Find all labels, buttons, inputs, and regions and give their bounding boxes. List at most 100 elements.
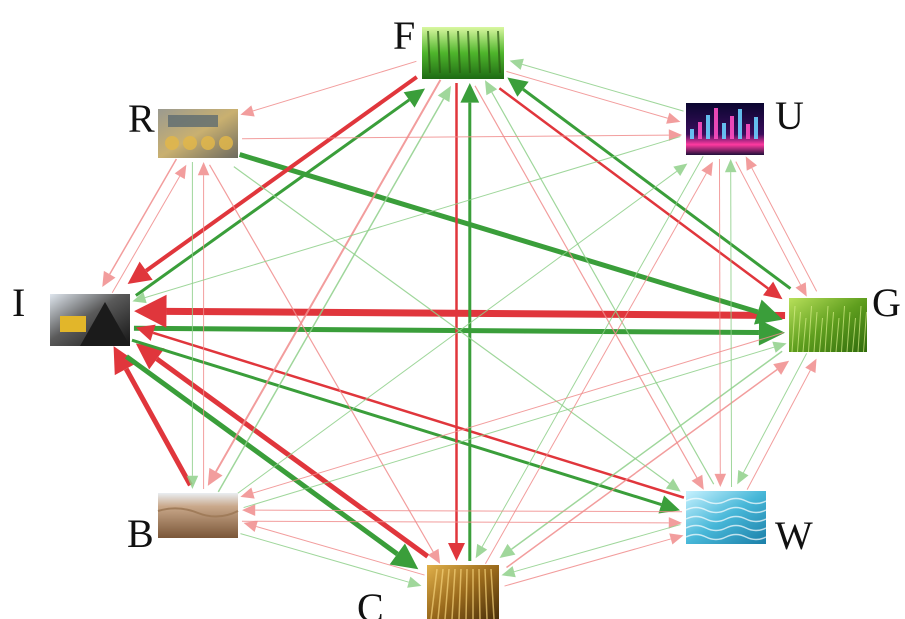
edge-line	[240, 533, 409, 583]
edge-line	[255, 509, 683, 513]
arrow-head-icon	[795, 282, 807, 297]
edge-line	[511, 350, 783, 550]
arrow-head-icon	[403, 88, 426, 108]
arrow-head-icon	[407, 576, 422, 588]
edge-line	[514, 524, 681, 573]
arrow-head-icon	[134, 294, 167, 328]
arrow-head-icon	[724, 158, 737, 173]
arrow-head-icon	[668, 129, 683, 141]
arrow-head-icon	[135, 324, 156, 341]
edge-line	[215, 79, 442, 473]
edge-G-to-I	[134, 294, 786, 328]
arrow-head-icon	[669, 533, 684, 545]
arrow-head-icon	[658, 495, 680, 514]
edge-line	[144, 136, 681, 299]
edge-line	[730, 172, 733, 487]
edge-line	[243, 346, 775, 509]
edge-R-to-W	[233, 166, 681, 492]
edge-R-to-I	[102, 158, 178, 288]
node-F: F	[393, 13, 504, 79]
arrow-head-icon	[758, 319, 785, 346]
edge-line	[242, 134, 669, 140]
edge-W-to-I	[135, 324, 685, 499]
edge-U-to-I	[132, 136, 681, 304]
arrow-head-icon	[714, 473, 727, 488]
forest-image	[422, 27, 504, 79]
edge-line	[237, 170, 678, 494]
edge-line	[718, 159, 721, 474]
edge-line	[506, 70, 668, 119]
edge-line	[111, 175, 181, 294]
edge-line	[506, 368, 778, 569]
arrow-head-icon	[673, 163, 688, 176]
arrow-head-icon	[763, 281, 783, 300]
edge-line	[152, 331, 685, 499]
arrow-head-icon	[666, 112, 681, 124]
edge-line	[241, 520, 669, 524]
node-U: U	[686, 93, 804, 155]
edge-F-to-B	[207, 79, 442, 486]
node-label-G: G	[872, 280, 901, 325]
arrow-head-icon	[427, 548, 441, 564]
arrow-head-icon	[240, 105, 255, 117]
node-label-R: R	[128, 96, 155, 141]
arrow-head-icon	[135, 343, 165, 370]
edge-line	[134, 98, 410, 297]
arrow-head-icon	[127, 261, 153, 284]
arrow-head-icon	[507, 77, 529, 97]
arrow-head-icon	[389, 543, 419, 570]
arrow-head-icon	[240, 487, 255, 499]
edge-line	[746, 370, 811, 490]
edge-I-to-G	[133, 319, 785, 346]
edge-F-to-C	[448, 83, 465, 561]
edge-U-to-F	[509, 58, 684, 112]
edge-line	[484, 172, 707, 565]
edge-B-to-C	[240, 533, 422, 588]
edge-I-to-W	[131, 338, 680, 514]
arrow-head-icon	[501, 566, 516, 578]
node-G: G	[789, 280, 901, 353]
edge-W-to-G	[746, 358, 817, 490]
arrow-head-icon	[437, 85, 451, 103]
arrow-head-icon	[772, 341, 787, 353]
arrow-head-icon	[668, 517, 682, 529]
arrow-head-icon	[113, 346, 138, 376]
edge-line	[491, 91, 715, 485]
edge-C-to-B	[243, 520, 425, 576]
edge-line	[522, 88, 792, 290]
node-label-F: F	[393, 13, 415, 58]
edge-U-to-C	[475, 155, 704, 559]
edge-R-to-B	[186, 162, 199, 489]
edge-line	[238, 152, 759, 315]
edge-line	[742, 353, 808, 473]
edge-C-to-G	[506, 360, 790, 569]
edge-W-to-B	[242, 504, 683, 516]
edge-U-to-W	[714, 159, 727, 488]
edge-U-to-G	[735, 161, 807, 297]
node-label-B: B	[127, 511, 154, 556]
arrow-head-icon	[243, 520, 258, 533]
edge-line	[133, 325, 759, 336]
arrow-head-icon	[448, 543, 465, 561]
edge-F-to-G	[498, 87, 783, 300]
edge-line	[217, 98, 445, 493]
edge-line	[233, 166, 670, 484]
edge-line	[144, 75, 418, 273]
arrow-head-icon	[484, 80, 498, 96]
edge-line	[751, 167, 818, 292]
edge-line	[522, 63, 684, 112]
edge-C-to-W	[504, 533, 684, 587]
edge-line	[166, 307, 786, 320]
arrow-head-icon	[754, 299, 783, 325]
edge-line	[252, 60, 417, 112]
arrow-head-icon	[174, 164, 187, 180]
arrow-head-icon	[186, 475, 199, 489]
edge-layer	[102, 58, 818, 588]
edge-F-to-U	[506, 70, 681, 124]
arrow-head-icon	[737, 469, 749, 485]
arrow-head-icon	[745, 156, 757, 171]
edge-line	[123, 367, 193, 487]
edge-B-to-F	[217, 85, 451, 493]
